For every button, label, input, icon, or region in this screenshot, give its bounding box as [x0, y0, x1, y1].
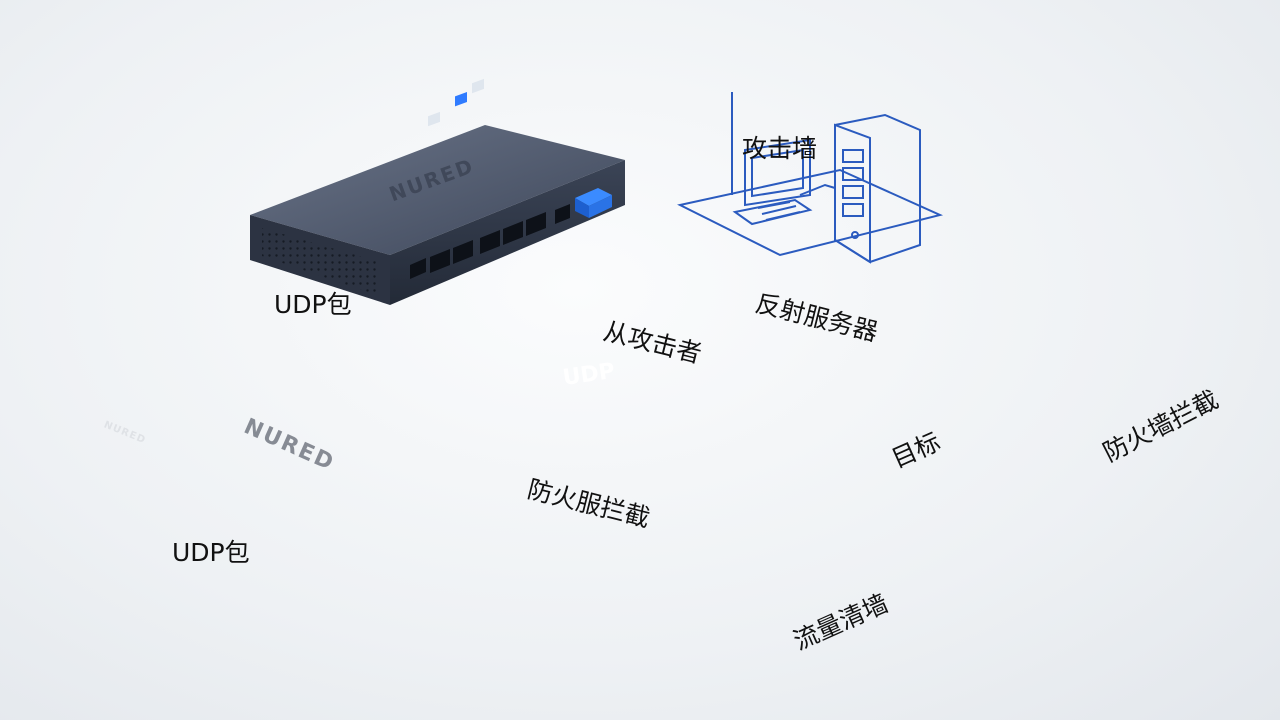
label-udp-packet-top: UDP包 [274, 290, 352, 319]
label-attack-wall: 攻击墙 [742, 134, 818, 163]
sfp-module-blue [575, 188, 612, 218]
network-switch [250, 78, 625, 305]
plugged-cables [428, 78, 484, 127]
label-udp-packet-bottom: UDP包 [172, 538, 250, 567]
switch-ports [410, 204, 570, 279]
workstation-line-icon [677, 92, 944, 264]
